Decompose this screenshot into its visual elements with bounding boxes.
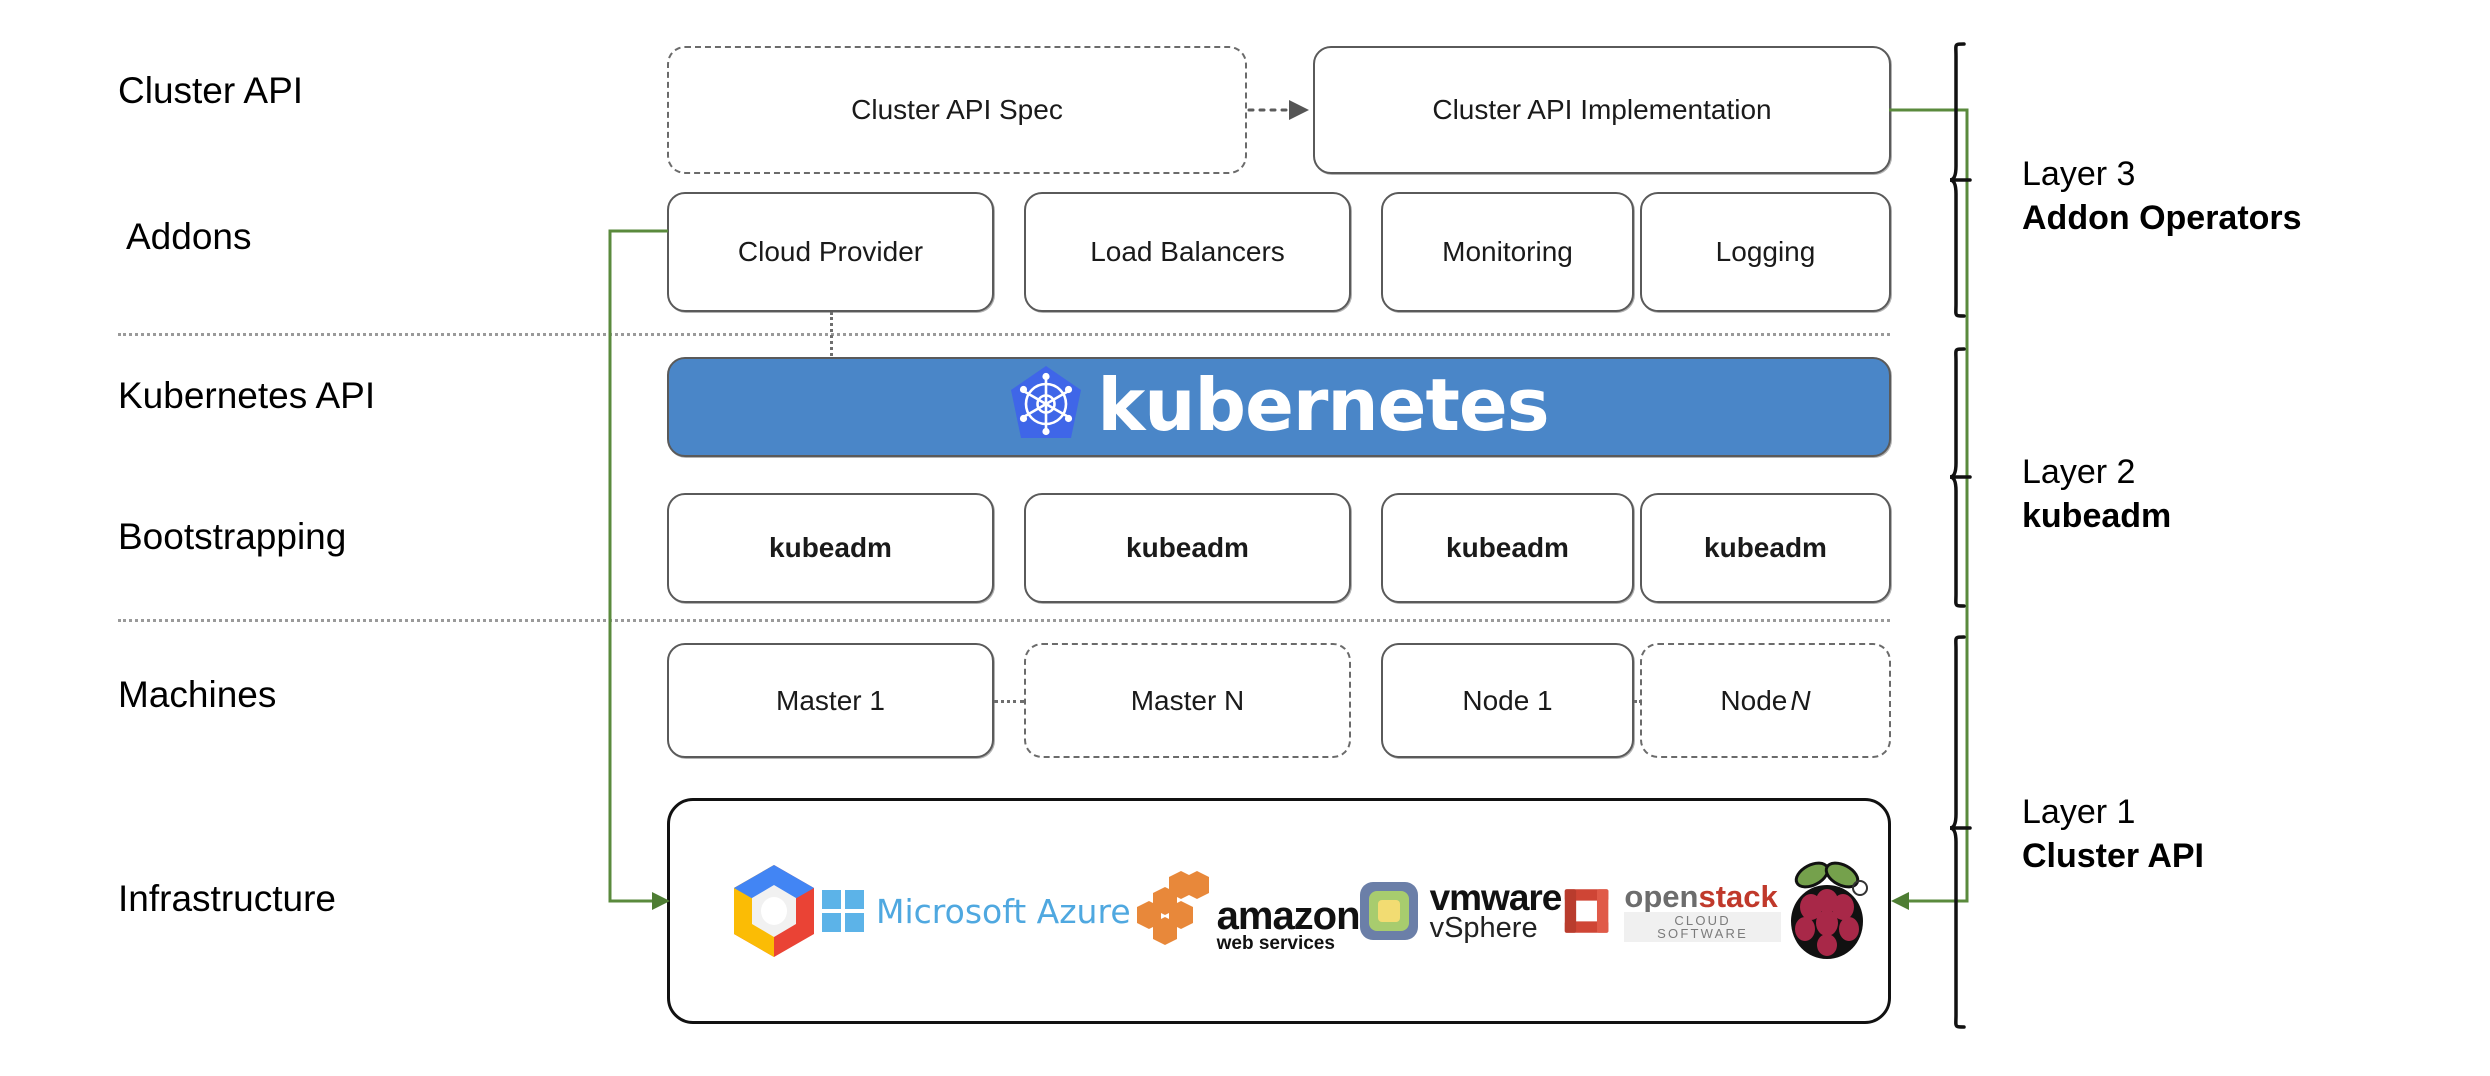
node-label: Load Balancers	[1090, 236, 1285, 267]
row-label-machines: Machines	[118, 674, 277, 715]
microsoft-azure-icon: Microsoft Azure	[822, 890, 1131, 932]
kubernetes-helm-icon	[1009, 364, 1083, 450]
infrastructure-box[interactable]: Microsoft Azure amazon web services	[667, 798, 1891, 1024]
node-addon-load-balancers[interactable]: Load Balancers	[1024, 192, 1351, 312]
node-master-1[interactable]: Master 1	[667, 643, 994, 758]
azure-wordmark: Microsoft Azure	[876, 891, 1131, 931]
vmware-tile-icon	[1359, 882, 1418, 940]
layer-1-line1: Layer 1	[2022, 793, 2136, 831]
node-addon-logging[interactable]: Logging	[1640, 192, 1891, 312]
node-label: kubeadm	[1126, 532, 1249, 563]
connector-cloud-provider-to-infrastructure	[608, 229, 670, 910]
vmware-vsphere-icon: vmware vSphere	[1359, 876, 1563, 944]
node-kubeadm-4[interactable]: kubeadm	[1640, 493, 1891, 603]
node-label: kubeadm	[769, 532, 892, 563]
openstack-word-open: open	[1624, 878, 1699, 914]
node-node-1[interactable]: Node 1	[1381, 643, 1634, 758]
kubernetes-wordmark: kubernetes	[1097, 363, 1549, 447]
node-label: kubeadm	[1704, 532, 1827, 563]
brace-layer-2	[1950, 347, 1972, 608]
aws-subtitle: web services	[1216, 932, 1335, 954]
node-label: Node	[1720, 684, 1788, 716]
layer-3-line2: Addon Operators	[2022, 199, 2302, 238]
node-label: Logging	[1715, 236, 1816, 267]
openstack-subtitle: CLOUD SOFTWARE	[1624, 911, 1781, 942]
vmware-wordmark: vmware	[1429, 876, 1563, 918]
openstack-glyph-icon	[1565, 889, 1609, 933]
node-label: Master 1	[776, 684, 885, 716]
kubernetes-banner[interactable]: kubernetes	[667, 357, 1891, 457]
node-master-n[interactable]: Master N	[1024, 643, 1351, 758]
connector-cloud-provider-to-kubernetes	[830, 312, 833, 356]
raspberry-pi-icon	[1781, 859, 1873, 963]
brace-layer-1	[1950, 635, 1972, 1029]
layer-2-line2: kubeadm	[2022, 497, 2172, 536]
connector-cluster-api-impl-to-infrastructure	[1889, 108, 1969, 910]
node-kubeadm-2[interactable]: kubeadm	[1024, 493, 1351, 603]
section-divider-bottom	[118, 619, 1890, 622]
node-label: Cloud Provider	[737, 236, 924, 267]
node-addon-cloud-provider[interactable]: Cloud Provider	[667, 192, 994, 312]
amazon-wordmark: amazon	[1216, 893, 1361, 938]
row-label-addons: Addons	[126, 216, 252, 257]
google-cloud-icon	[726, 861, 822, 961]
windows-glyph-icon	[822, 890, 864, 932]
openstack-word-stack: stack	[1698, 878, 1778, 914]
node-label: kubeadm	[1446, 532, 1569, 563]
node-kubeadm-3[interactable]: kubeadm	[1381, 493, 1634, 603]
row-label-infrastructure: Infrastructure	[118, 878, 336, 919]
node-cluster-api-implementation[interactable]: Cluster API Implementation	[1313, 46, 1891, 174]
connector-master1-to-masterN	[994, 700, 1024, 703]
aws-cubes-icon	[1136, 871, 1209, 945]
vsphere-subtitle: vSphere	[1429, 911, 1538, 944]
node-label: Cluster API Implementation	[1432, 94, 1772, 125]
row-label-bootstrapping: Bootstrapping	[118, 516, 347, 557]
node-node-n[interactable]: Node N	[1640, 643, 1891, 758]
layer-label-2: Layer 2 kubeadm	[2022, 450, 2171, 538]
node-kubeadm-1[interactable]: kubeadm	[667, 493, 994, 603]
arrow-spec-to-implementation	[1247, 100, 1309, 120]
node-label: Node 1	[1462, 684, 1553, 716]
layer-2-line1: Layer 2	[2022, 453, 2136, 491]
layer-1-line2: Cluster API	[2022, 837, 2205, 876]
brace-layer-3	[1950, 42, 1972, 318]
node-label: Cluster API Spec	[851, 94, 1063, 125]
layer-label-3: Layer 3 Addon Operators	[2022, 152, 2302, 240]
layer-label-1: Layer 1 Cluster API	[2022, 790, 2204, 878]
node-label-italic: N	[1790, 684, 1811, 716]
node-addon-monitoring[interactable]: Monitoring	[1381, 192, 1634, 312]
row-label-kubernetes-api: Kubernetes API	[118, 375, 376, 416]
row-label-cluster-api: Cluster API	[118, 70, 304, 111]
openstack-icon: openstack CLOUD SOFTWARE	[1561, 878, 1781, 942]
section-divider-top	[118, 333, 1890, 336]
node-cluster-api-spec[interactable]: Cluster API Spec	[667, 46, 1247, 174]
aws-icon: amazon web services	[1131, 869, 1361, 954]
node-label: Monitoring	[1442, 236, 1573, 267]
node-label: Master N	[1130, 684, 1245, 716]
layer-3-line1: Layer 3	[2022, 155, 2136, 193]
